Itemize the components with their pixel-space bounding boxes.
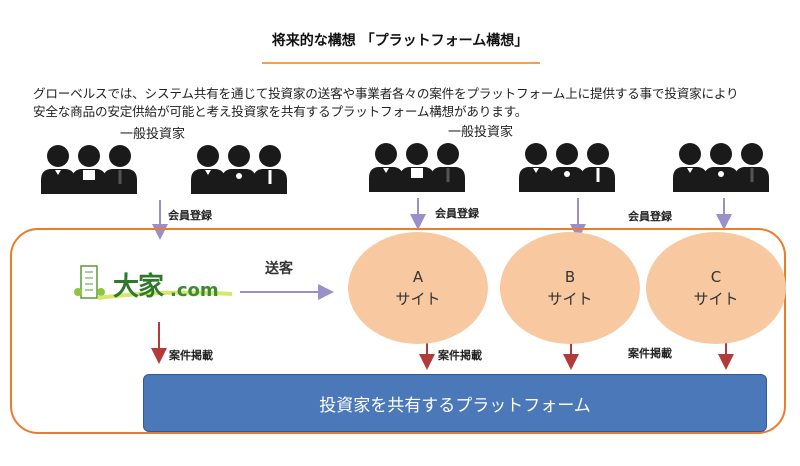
person-icon xyxy=(41,145,75,194)
investor-group-label-right: 一般投資家 xyxy=(448,125,514,140)
site-c-letter: C xyxy=(710,268,722,286)
person-icon xyxy=(673,143,707,192)
building-icon xyxy=(74,265,105,299)
person-icon xyxy=(72,145,106,194)
investor-group-label-left: 一般投資家 xyxy=(120,127,186,142)
people-group-3 xyxy=(369,143,465,192)
page-title: 将来的な構想 「プラットフォーム構想」 xyxy=(271,33,529,49)
logo-suffix: .com xyxy=(170,280,219,301)
people-group-4 xyxy=(519,143,615,192)
registration-label-3: 会員登録 xyxy=(628,210,672,223)
person-icon xyxy=(431,143,465,192)
logo-main-text: 大家 xyxy=(113,272,164,302)
send-label: 送客 xyxy=(265,261,293,277)
person-icon xyxy=(519,143,553,192)
person-icon xyxy=(103,145,137,194)
site-b-label: サイト xyxy=(547,290,593,308)
registration-label-1: 会員登録 xyxy=(168,209,212,222)
registration-label-2: 会員登録 xyxy=(435,207,479,220)
site-b-letter: B xyxy=(564,268,576,286)
people-group-1 xyxy=(41,145,137,194)
platform-bar: 投資家を共有するプラットフォーム xyxy=(143,374,767,432)
person-icon xyxy=(581,143,615,192)
posting-label-3: 案件掲載 xyxy=(628,347,672,360)
platform-label: 投資家を共有するプラットフォーム xyxy=(319,395,591,416)
site-c: C サイト xyxy=(646,232,786,344)
person-icon xyxy=(222,145,256,194)
description-line-2: 安全な商品の安定供給が可能と考え投資家を共有するプラットフォーム構想があります。 xyxy=(33,104,528,119)
site-c-label: サイト xyxy=(693,290,739,308)
person-icon xyxy=(191,145,225,194)
site-b: B サイト xyxy=(500,232,640,344)
site-a-letter: A xyxy=(412,268,424,286)
person-icon xyxy=(704,143,738,192)
people-group-5 xyxy=(673,143,769,192)
title-underline xyxy=(262,62,540,64)
description-line-1: グローベルスでは、システム共有を通じて投資家の送客や事業者各々の案件をプラットフ… xyxy=(33,86,739,101)
person-icon xyxy=(253,145,287,194)
people-group-2 xyxy=(191,145,287,194)
posting-label-1: 案件掲載 xyxy=(169,349,213,362)
posting-label-2: 案件掲載 xyxy=(438,349,482,362)
site-a-label: サイト xyxy=(395,290,441,308)
person-icon xyxy=(369,143,403,192)
platform-frame xyxy=(10,228,786,434)
site-a: A サイト xyxy=(348,232,488,344)
logo-swoosh xyxy=(97,290,233,300)
person-icon xyxy=(735,143,769,192)
person-icon xyxy=(400,143,434,192)
person-icon xyxy=(550,143,584,192)
